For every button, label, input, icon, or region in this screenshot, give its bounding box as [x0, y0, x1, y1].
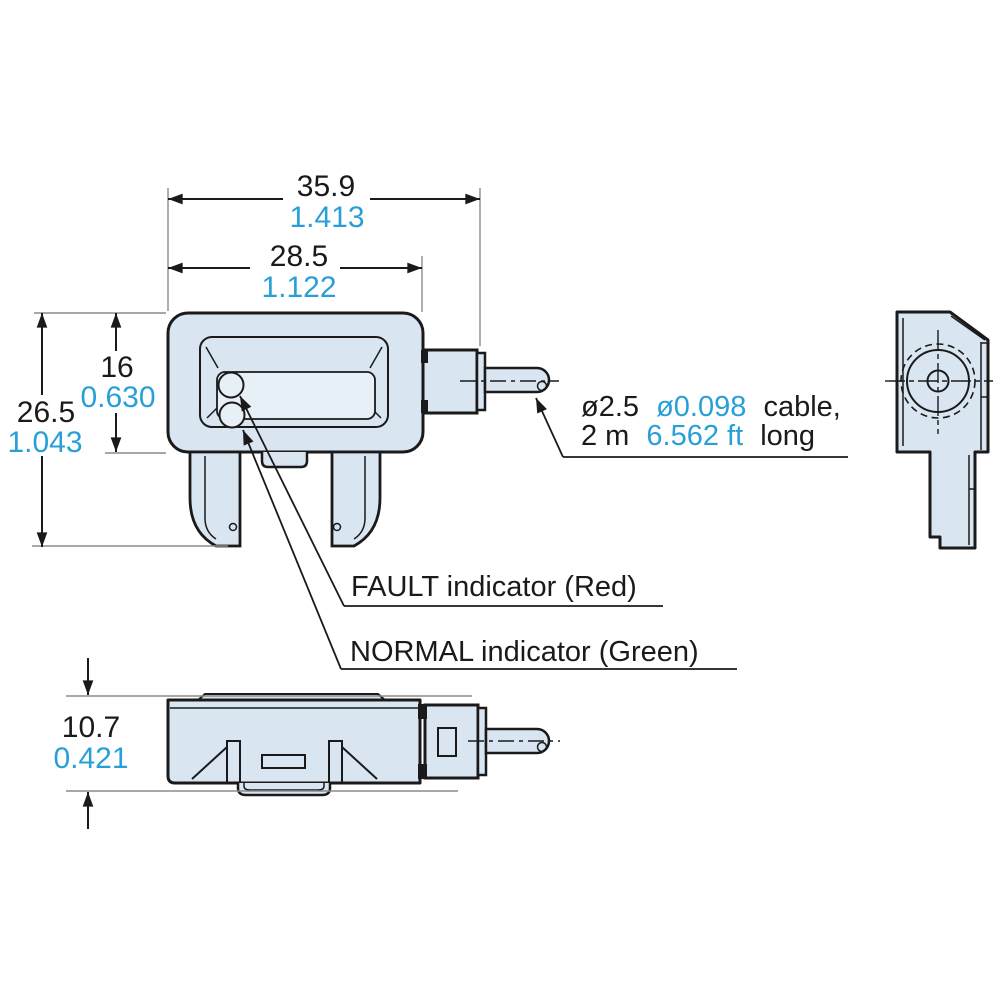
lens-centerlines — [885, 330, 993, 434]
bottom-connector-window — [437, 727, 457, 757]
dim-thickness-inch: 0.421 — [53, 742, 128, 775]
dim-body-height-inch: 0.630 — [80, 381, 155, 414]
cable-diameter-suffix: cable, — [763, 391, 840, 423]
dim-overall-width-mm: 35.9 — [297, 170, 355, 203]
cable-diameter-mm: ø2.5 — [581, 391, 639, 423]
dim-body-height-mm: 16 — [100, 351, 133, 384]
din-rail-tab — [236, 783, 332, 797]
connector-latch-mark-top — [421, 350, 428, 363]
normal-indicator-label: NORMAL indicator (Green) — [350, 636, 699, 668]
normal-leader-line — [242, 429, 342, 670]
left-leg-pin-hole — [228, 522, 238, 532]
cable-spec-line1: ø2.5 ø0.098 cable, — [581, 391, 841, 423]
cable-diameter-inch: ø0.098 — [656, 391, 746, 423]
bottom-body — [166, 698, 422, 785]
dim-thickness-mm: 10.7 — [62, 711, 120, 744]
bottom-latch-mark-top — [418, 704, 427, 719]
right-leg-pin-hole — [332, 522, 342, 532]
side-detail-lines — [902, 315, 988, 545]
cable-length-m: 2 m — [581, 420, 629, 452]
bottom-latch-mark-bottom — [418, 764, 427, 779]
display-recess — [216, 371, 376, 420]
bottom-view — [166, 693, 560, 797]
fault-indicator-label: FAULT indicator (Red) — [351, 571, 637, 603]
dim-overall-height-inch: 1.043 — [7, 426, 82, 459]
bottom-cable — [484, 727, 551, 755]
bottom-latch-details — [191, 740, 378, 782]
cable-spec-line2: 2 m 6.562 ft long — [581, 420, 815, 452]
dim-display-width-mm: 28.5 — [270, 240, 328, 273]
fault-leader-line — [239, 395, 345, 607]
dim-overall-width-inch: 1.413 — [289, 201, 364, 234]
normal-led-circle — [218, 401, 246, 429]
fault-led-circle — [217, 371, 245, 399]
extension-lines — [66, 695, 472, 792]
connector-latch-mark-bottom — [421, 400, 428, 413]
din-rail-tab-inner — [243, 783, 325, 791]
extension-lines — [167, 188, 481, 346]
dim-overall-height-mm: 26.5 — [17, 396, 75, 429]
top-view — [166, 311, 559, 548]
window-bevel-lines — [205, 346, 383, 419]
cable-annotation: ø2.5 ø0.098 cable, 2 m 6.562 ft long — [535, 391, 848, 458]
left-mounting-leg — [188, 450, 242, 548]
cable-length-ft: 6.562 ft — [646, 420, 743, 452]
dimension-overall-width: 35.9 1.413 — [167, 170, 481, 346]
side-view — [885, 310, 993, 550]
bottom-cable-end-detail — [536, 741, 548, 753]
dimension-display-width: 28.5 1.122 — [168, 240, 423, 312]
dimension-thickness: 10.7 0.421 — [53, 658, 472, 829]
side-outline — [895, 310, 990, 550]
indicator-annotations: FAULT indicator (Red) NORMAL indicator (… — [239, 395, 737, 670]
right-leg-inner-line — [353, 456, 366, 540]
left-leg-inner-line — [204, 456, 217, 540]
cable — [483, 366, 551, 394]
cable-leader-line — [535, 397, 564, 458]
dimension-overall-height: 26.5 1.043 — [7, 313, 228, 547]
extension-lines — [34, 312, 166, 454]
cable-length-suffix: long — [760, 420, 815, 452]
right-mounting-leg — [330, 450, 382, 548]
dim-display-width-inch: 1.122 — [261, 271, 336, 304]
display-window — [199, 336, 389, 428]
dimension-body-height: 16 0.630 — [34, 312, 166, 454]
